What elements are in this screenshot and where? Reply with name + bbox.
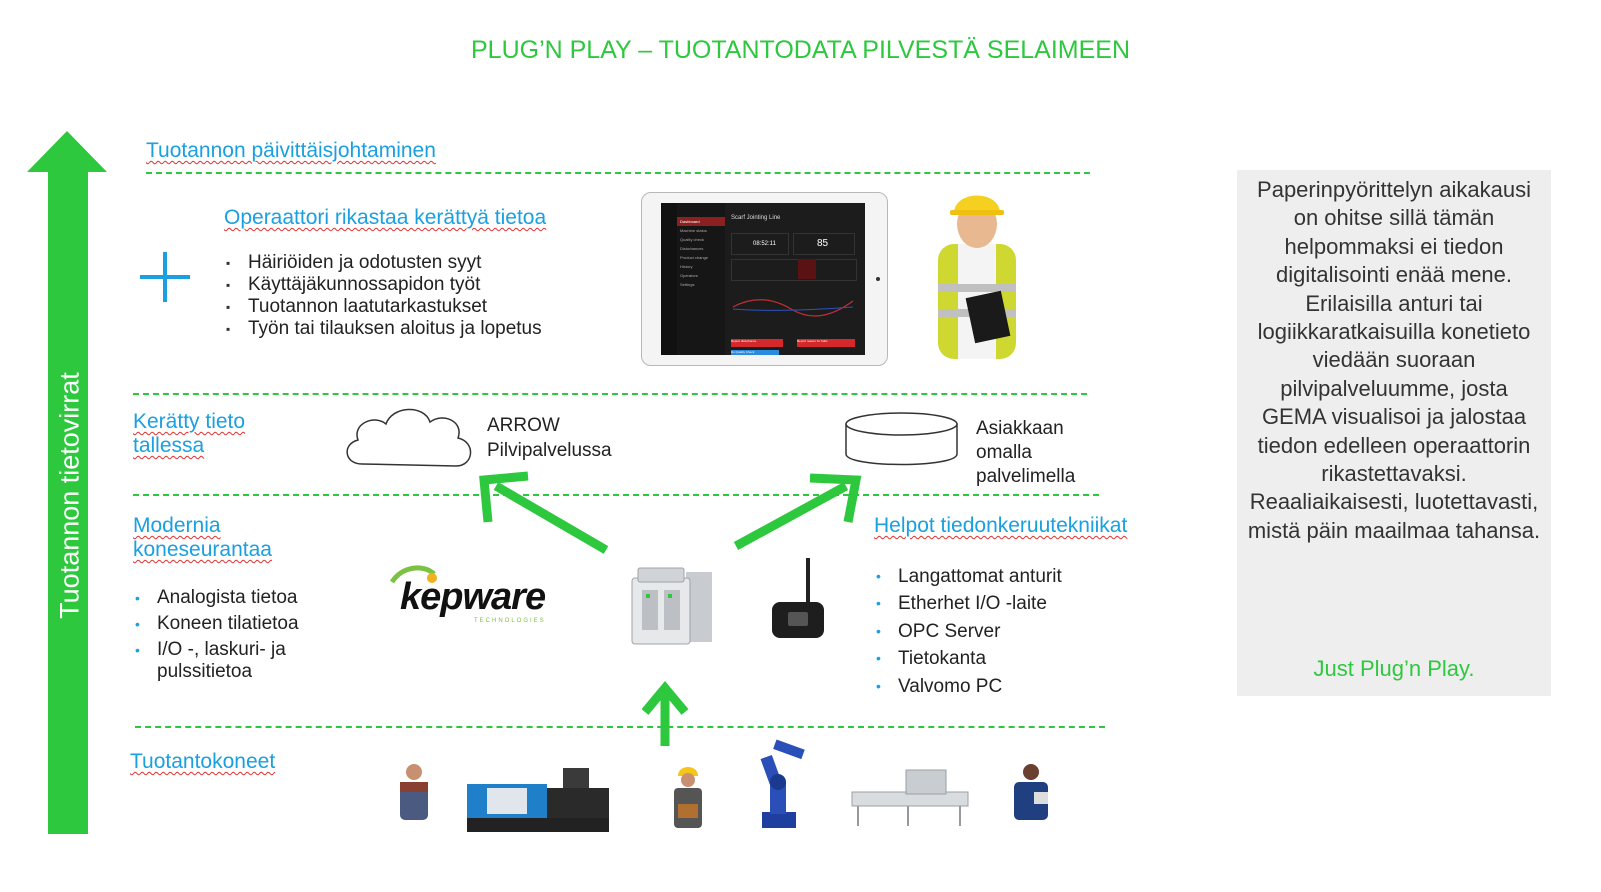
tablet-time: 08:52:11 xyxy=(753,241,776,247)
industrial-robot-icon xyxy=(760,739,805,828)
report-disturbance-button[interactable]: Report disturbance xyxy=(731,339,783,347)
monitoring-list: Analogista tietoa Koneen tilatietoa I/O … xyxy=(133,587,343,683)
kepware-wordmark: kepware xyxy=(400,576,546,618)
summary-box: Paperinpyörittelyn aikakausi on ohitse s… xyxy=(1237,170,1551,696)
list-item: Käyttäjäkunnossapidon työt xyxy=(226,274,626,296)
database-icon xyxy=(845,412,958,466)
collection-list: Langattomat anturit Etherhet I/O -laite … xyxy=(874,563,1134,700)
data-flow-arrow xyxy=(27,131,107,834)
tablet-sidebar: Dashboard Machine status Quality check D… xyxy=(677,203,725,355)
section-management-heading: Tuotannon päivittäisjohtaminen xyxy=(146,139,436,162)
page-title: PLUG’N PLAY – TUOTANTODATA PILVESTÄ SELA… xyxy=(471,36,1130,64)
section-monitoring-heading: Modernia koneseurantaa xyxy=(133,514,272,561)
tablet-chart xyxy=(732,299,854,317)
divider xyxy=(135,726,1105,728)
wireless-sensor-icon xyxy=(772,558,824,638)
kepware-logo: kepware TECHNOLOGIES xyxy=(388,562,578,632)
divider xyxy=(133,494,1099,496)
divider xyxy=(146,172,1090,174)
tablet-screen: Dashboard Machine status Quality check D… xyxy=(661,203,865,355)
summary-accent: Just Plug’n Play. xyxy=(1313,656,1475,681)
summary-text: Paperinpyörittelyn aikakausi on ohitse s… xyxy=(1247,177,1541,543)
section-machines-heading: Tuotantokoneet xyxy=(130,750,276,773)
list-item: Tietokanta xyxy=(874,645,1134,673)
worker-figure-icon xyxy=(400,764,428,820)
list-item: Etherhet I/O -laite xyxy=(874,590,1134,618)
tablet-value: 85 xyxy=(817,238,829,249)
list-item: Valvomo PC xyxy=(874,673,1134,701)
tablet-header: Scarf Jointing Line xyxy=(731,215,781,221)
divider xyxy=(133,393,1087,395)
list-item: Tuotannon laatutarkastukset xyxy=(226,296,626,318)
section-operator-heading: Operaattori rikastaa kerättyä tietoa xyxy=(224,206,547,229)
kepware-tagline: TECHNOLOGIES xyxy=(474,618,546,624)
tablet-home-button xyxy=(876,277,880,281)
list-item: Häiriöiden ja odotusten syyt xyxy=(226,252,626,274)
cloud-label: ARROW xyxy=(487,415,560,436)
injection-machine-icon xyxy=(467,768,609,832)
database-label: palvelimella xyxy=(976,466,1076,487)
database-label: Asiakkaan xyxy=(976,418,1064,439)
kepware-swoosh-icon xyxy=(389,565,437,584)
list-item: Koneen tilatietoa xyxy=(133,613,343,635)
list-item: I/O -, laskuri- ja pulssitietoa xyxy=(133,639,343,683)
flow-arrows xyxy=(479,471,862,746)
section-storage-heading: Kerätty tieto tallessa xyxy=(133,410,246,457)
plus-icon xyxy=(140,252,190,302)
database-label: omalla xyxy=(976,442,1032,463)
list-item: Analogista tietoa xyxy=(133,587,343,609)
packaging-machine-icon xyxy=(851,769,969,826)
cloud-label: Pilvipalvelussa xyxy=(487,440,612,461)
section-collection-heading: Helpot tiedonkeruutekniikat xyxy=(874,514,1128,537)
data-flow-label: Tuotannon tietovirrat xyxy=(54,372,85,619)
tablet: Dashboard Machine status Quality check D… xyxy=(641,192,888,366)
io-device-icon xyxy=(631,567,712,645)
list-item: Työn tai tilauksen aloitus ja lopetus xyxy=(226,318,626,340)
report-halt-reason-button[interactable]: Report reason for halts xyxy=(797,339,855,347)
technician-icon xyxy=(674,767,702,828)
worker-photo xyxy=(938,195,1016,359)
list-item: Langattomat anturit xyxy=(874,563,1134,591)
engineer-figure-icon xyxy=(1014,764,1048,820)
list-item: OPC Server xyxy=(874,618,1134,646)
quality-check-button[interactable]: Do Quality Check xyxy=(731,350,779,355)
operator-list: Häiriöiden ja odotusten syyt Käyttäjäkun… xyxy=(226,252,626,340)
cloud-icon xyxy=(346,408,472,467)
